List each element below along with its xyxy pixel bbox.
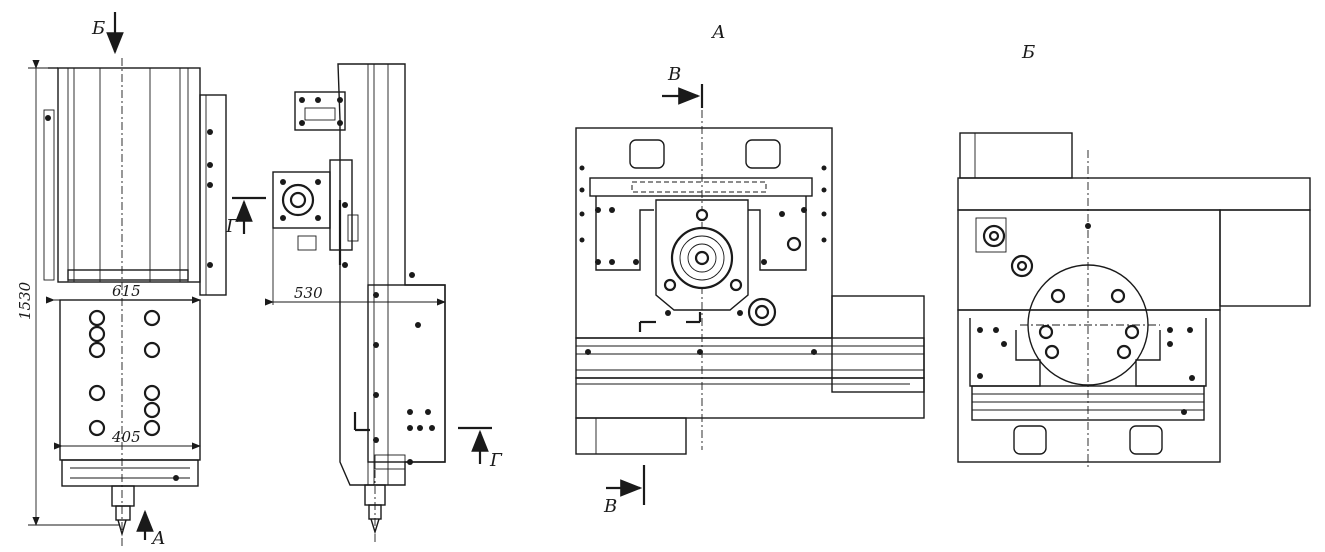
section-v-top-label: В — [667, 64, 681, 85]
height-dimension-label: 1530 — [16, 281, 34, 320]
front-view: 1530 Б 615 — [16, 12, 227, 549]
view-b-title: Б — [1021, 42, 1035, 63]
width-lower-label: 405 — [111, 428, 141, 446]
view-a-marker-label: А — [150, 528, 166, 549]
view-b-marker-label: Б — [91, 18, 105, 39]
width-upper-label: 615 — [112, 282, 141, 300]
view-b: Б — [957, 42, 1311, 470]
side-view: Г 530 Г — [225, 63, 503, 545]
view-a: А В — [575, 22, 925, 517]
section-v-bottom-label: В — [603, 496, 617, 517]
bolt-holes-lower — [88, 309, 161, 437]
view-a-title: А — [710, 22, 726, 43]
side-offset-label: 530 — [294, 284, 323, 302]
section-g-right-label: Г — [489, 450, 503, 471]
section-g-left-label: Г — [225, 216, 239, 237]
